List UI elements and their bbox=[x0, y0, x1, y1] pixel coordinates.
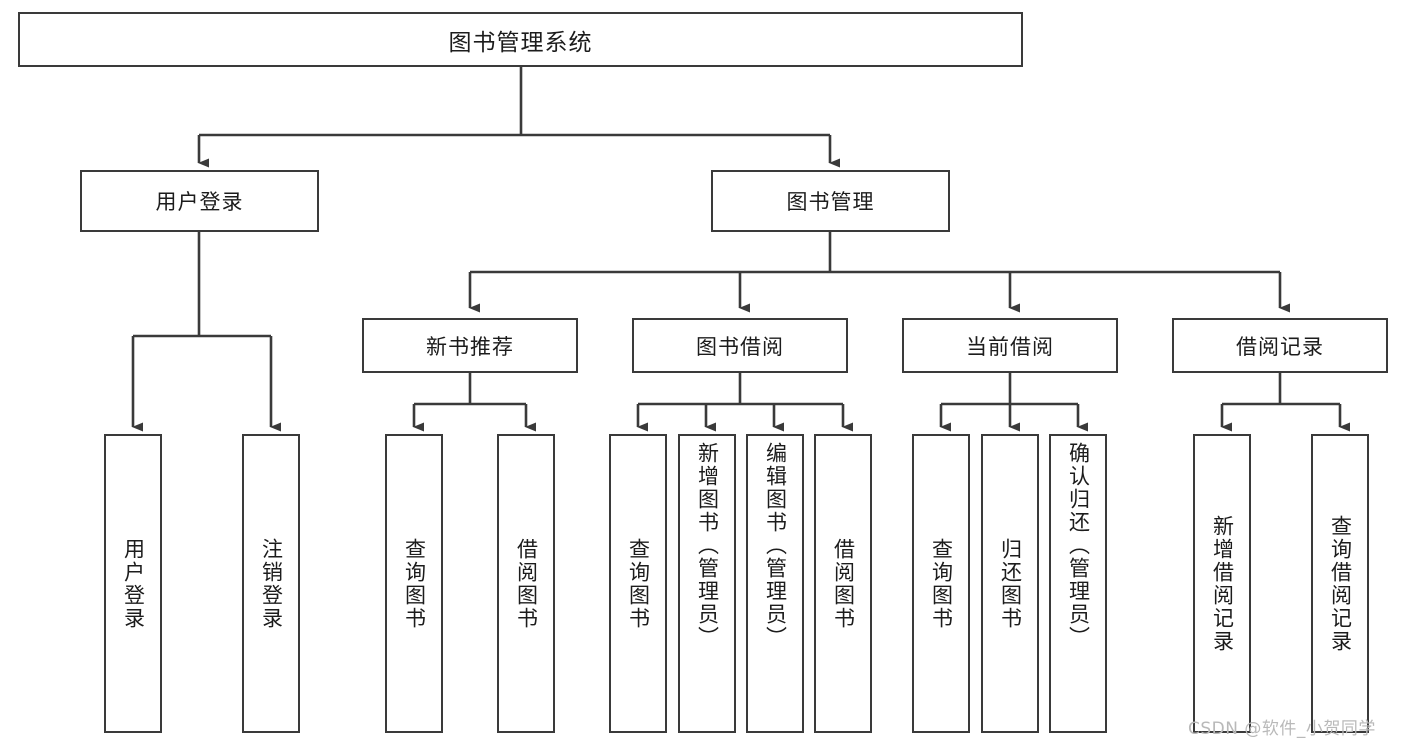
node-label: 归还图书 bbox=[998, 537, 1023, 630]
node-leaf-query-book-3[interactable]: 查询图书 bbox=[912, 434, 970, 733]
watermark-text: CSDN @软件_小贺同学 bbox=[1188, 719, 1376, 739]
node-label: 查询图书 bbox=[402, 537, 427, 630]
node-label: 确认归还（管理员） bbox=[1066, 442, 1091, 649]
node-label: 新书推荐 bbox=[426, 334, 514, 359]
node-leaf-borrow-book-2[interactable]: 借阅图书 bbox=[814, 434, 872, 733]
node-label: 图书管理系统 bbox=[448, 29, 593, 56]
node-borrow-record[interactable]: 借阅记录 bbox=[1172, 318, 1388, 373]
node-leaf-logout-login[interactable]: 注销登录 bbox=[242, 434, 300, 733]
node-label: 借阅记录 bbox=[1236, 334, 1324, 359]
node-label: 新增图书（管理员） bbox=[695, 442, 720, 649]
node-label: 用户登录 bbox=[155, 190, 244, 214]
node-label: 编辑图书（管理员） bbox=[763, 442, 788, 649]
node-leaf-query-borrow-record[interactable]: 查询借阅记录 bbox=[1311, 434, 1369, 733]
node-label: 查询图书 bbox=[929, 537, 954, 630]
node-current-borrow[interactable]: 当前借阅 bbox=[902, 318, 1118, 373]
node-leaf-add-borrow-record[interactable]: 新增借阅记录 bbox=[1193, 434, 1251, 733]
node-label: 借阅图书 bbox=[514, 537, 539, 630]
node-leaf-return-book[interactable]: 归还图书 bbox=[981, 434, 1039, 733]
node-label: 注销登录 bbox=[259, 537, 284, 630]
node-book-borrow[interactable]: 图书借阅 bbox=[632, 318, 848, 373]
node-label: 查询图书 bbox=[626, 537, 651, 630]
node-label: 用户登录 bbox=[121, 537, 146, 630]
node-leaf-borrow-book-1[interactable]: 借阅图书 bbox=[497, 434, 555, 733]
node-leaf-query-book-2[interactable]: 查询图书 bbox=[609, 434, 667, 733]
node-label: 图书借阅 bbox=[696, 334, 784, 359]
node-book-management[interactable]: 图书管理 bbox=[711, 170, 950, 232]
node-leaf-query-book-1[interactable]: 查询图书 bbox=[385, 434, 443, 733]
node-leaf-add-book[interactable]: 新增图书（管理员） bbox=[678, 434, 736, 733]
node-label: 查询借阅记录 bbox=[1328, 514, 1353, 653]
node-label: 图书管理 bbox=[786, 190, 875, 214]
node-leaf-confirm-return[interactable]: 确认归还（管理员） bbox=[1049, 434, 1107, 733]
node-label: 新增借阅记录 bbox=[1210, 514, 1235, 653]
node-leaf-user-login[interactable]: 用户登录 bbox=[104, 434, 162, 733]
node-leaf-edit-book[interactable]: 编辑图书（管理员） bbox=[746, 434, 804, 733]
node-root-system[interactable]: 图书管理系统 bbox=[18, 12, 1023, 67]
node-label: 借阅图书 bbox=[831, 537, 856, 630]
node-new-book-recommend[interactable]: 新书推荐 bbox=[362, 318, 578, 373]
node-user-login[interactable]: 用户登录 bbox=[80, 170, 319, 232]
node-label: 当前借阅 bbox=[966, 334, 1054, 359]
